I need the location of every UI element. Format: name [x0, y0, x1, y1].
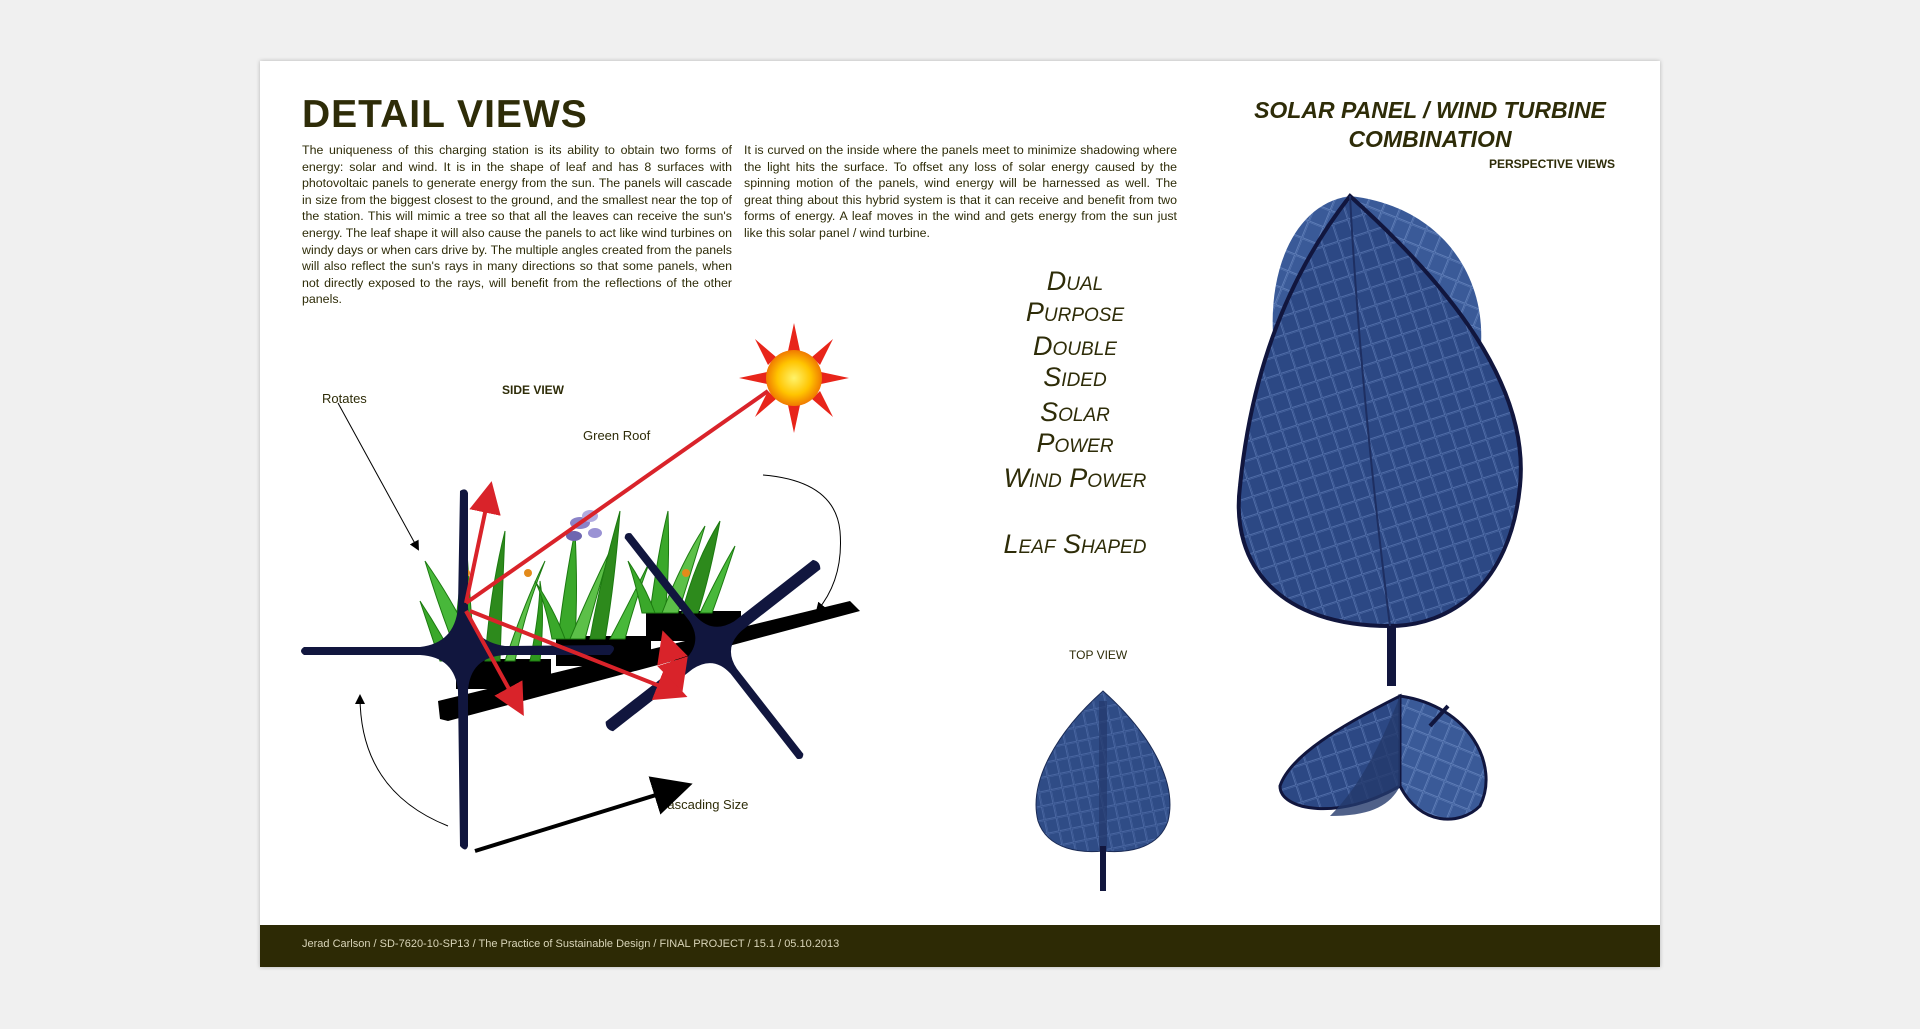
green-roof-label: Green Roof: [583, 428, 651, 443]
description-paragraph-2: It is curved on the inside where the pan…: [744, 143, 1177, 240]
feature-solar-power: Solar Power: [1036, 397, 1114, 458]
annotation-arrows: [337, 402, 841, 853]
perspective-view-upright: [1236, 193, 1523, 686]
perspective-views: [1236, 193, 1523, 821]
sun-rays: [464, 389, 770, 717]
top-view-label: TOP VIEW: [1069, 648, 1128, 662]
combination-title-line-1: SOLAR PANEL / WIND TURBINE: [1254, 97, 1606, 123]
feature-dual-purpose: Dual Purpose: [1025, 266, 1125, 327]
side-view-diagram: [301, 323, 860, 853]
footer-bar: Jerad Carlson / SD-7620-10-SP13 / The Pr…: [260, 925, 1660, 967]
perspective-views-label: PERSPECTIVE VIEWS: [1489, 157, 1616, 171]
perspective-view-tilted: [1278, 693, 1488, 821]
feature-double-sided: Double Sided: [1033, 331, 1117, 392]
combination-title: SOLAR PANEL / WIND TURBINE COMBINATION: [1220, 96, 1640, 154]
iris-flowers: [566, 510, 602, 541]
presentation-sheet: DETAIL VIEWS The uniqueness of this char…: [260, 61, 1660, 967]
footer-credits: Jerad Carlson / SD-7620-10-SP13 / The Pr…: [302, 938, 840, 950]
side-view-label: SIDE VIEW: [502, 383, 565, 397]
rotates-label: Rotates: [322, 391, 367, 406]
sun-icon: [739, 323, 849, 433]
feature-leaf-shaped: Leaf Shaped: [1003, 529, 1147, 559]
turbine-frame-large: [301, 489, 614, 850]
description-paragraph-1: The uniqueness of this charging station …: [302, 143, 732, 307]
top-view-leaf: [1035, 690, 1171, 891]
turbine-frame-small: [605, 532, 821, 760]
combination-title-line-2: COMBINATION: [1348, 126, 1512, 152]
feature-wind-power: Wind Power: [1003, 463, 1147, 493]
page-title: DETAIL VIEWS: [302, 93, 588, 136]
